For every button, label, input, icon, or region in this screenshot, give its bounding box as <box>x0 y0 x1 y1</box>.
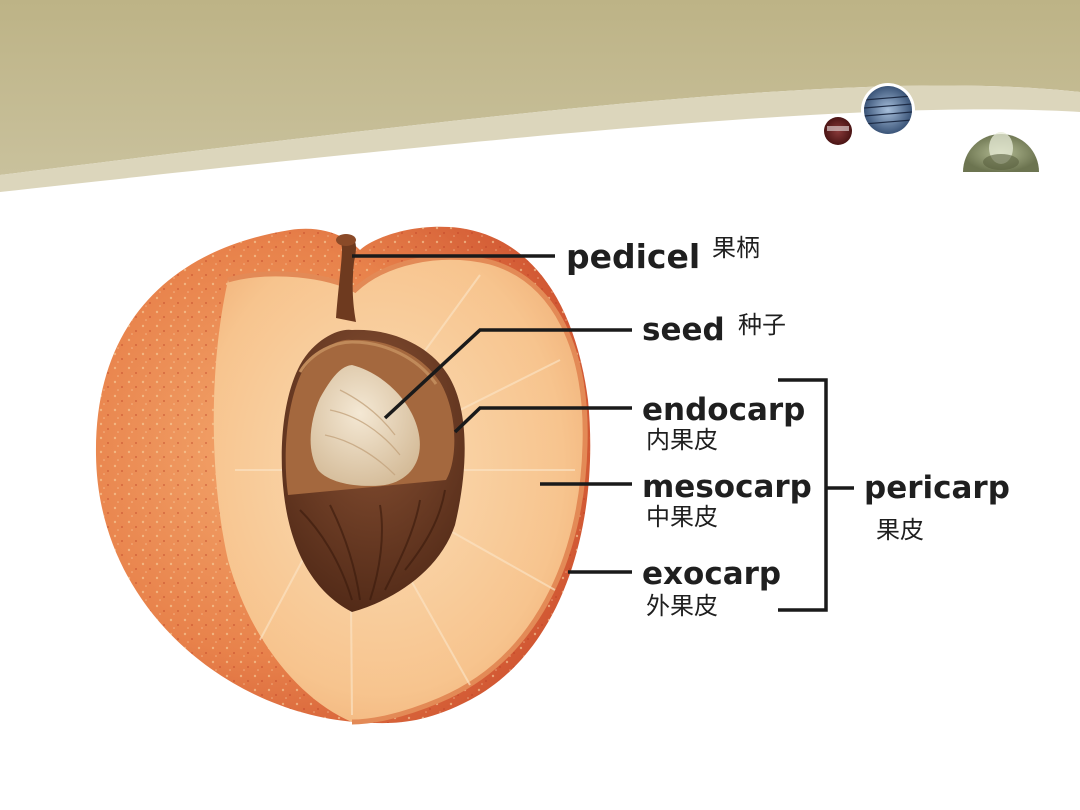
endocarp-label: endocarp <box>642 392 805 428</box>
pedicel-stem <box>336 236 356 322</box>
seed-leader-line <box>383 328 632 420</box>
small-photo-circle-blue <box>861 83 915 137</box>
pedicel-zh-label: 果柄 <box>712 234 760 262</box>
mesocarp-label: mesocarp <box>642 469 812 505</box>
exocarp-label: exocarp <box>642 556 781 592</box>
header-band <box>0 0 1080 192</box>
seed-kernel <box>310 365 420 486</box>
leader-lines <box>352 254 854 612</box>
seed-zh-label: 种子 <box>738 311 786 339</box>
pedicel-label: pedicel <box>566 237 700 276</box>
exocarp-zh-label: 外果皮 <box>646 592 718 620</box>
pericarp-zh-label: 果皮 <box>876 516 924 544</box>
endocarp-leader-line <box>453 406 632 434</box>
seed-label: seed <box>642 312 725 348</box>
pericarp-bracket <box>778 378 828 612</box>
large-photo-circle-green <box>959 130 1043 172</box>
peach-illustration <box>95 226 591 725</box>
small-photo-circle-red <box>821 114 855 148</box>
pericarp-label: pericarp <box>864 470 1010 506</box>
mesocarp-zh-label: 中果皮 <box>646 503 718 531</box>
endocarp-zh-label: 内果皮 <box>646 426 718 454</box>
